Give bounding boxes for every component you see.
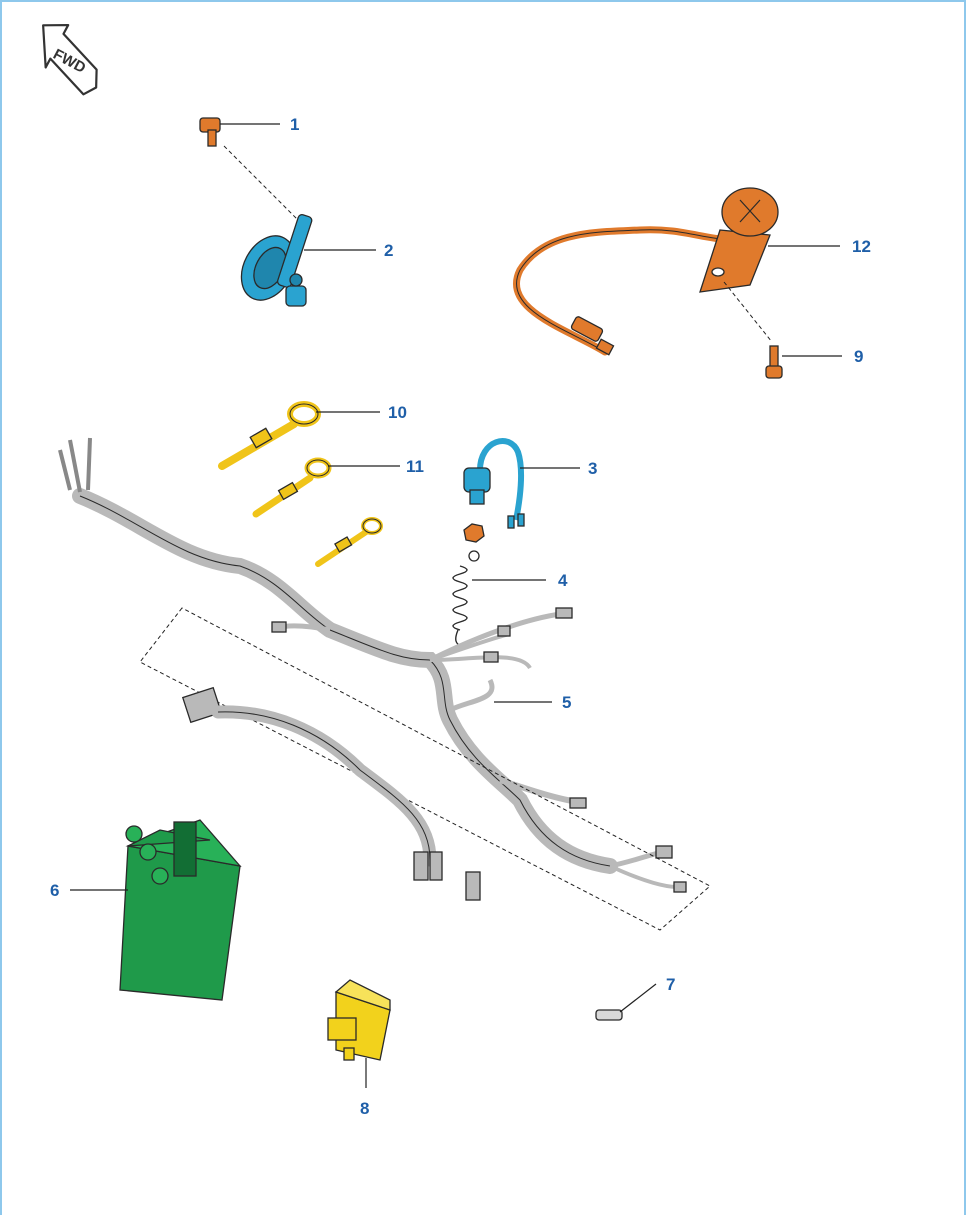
- callout-8: 8: [360, 1099, 369, 1118]
- part-7-fuse: [595, 1009, 623, 1021]
- callout-7: 7: [666, 975, 675, 994]
- secondary-harness: [181, 686, 481, 901]
- callout-9: 9: [854, 347, 863, 366]
- assembly-line-9: [723, 281, 773, 343]
- part-2-horn: [240, 213, 313, 307]
- fwd-arrow-icon: FWD: [42, 23, 98, 96]
- spare-key: [315, 517, 383, 567]
- callout-12: 12: [852, 237, 871, 256]
- part-6-battery: [119, 819, 242, 1001]
- callout-5: 5: [562, 693, 571, 712]
- part-3-brake-switch: [463, 438, 525, 529]
- callout-3: 3: [588, 459, 597, 478]
- sub-assembly-outline: [139, 607, 711, 931]
- part-9-bolt: [765, 345, 783, 379]
- part-4-spring: [452, 565, 468, 647]
- part-8-relay: [327, 979, 391, 1061]
- callout-4: 4: [558, 571, 568, 590]
- part-11-key: [252, 457, 332, 518]
- part-1-bolt: [199, 117, 221, 147]
- assembly-line-1: [223, 145, 303, 225]
- callout-1: 1: [290, 115, 299, 134]
- part-12-switch: [513, 187, 779, 356]
- callout-2: 2: [384, 241, 393, 260]
- callout-11: 11: [406, 457, 424, 476]
- part-nut: [463, 523, 485, 562]
- part-10-key: [218, 401, 321, 470]
- callout-10: 10: [388, 403, 407, 422]
- callout-6: 6: [50, 881, 59, 900]
- part-5-main-harness: [58, 437, 687, 893]
